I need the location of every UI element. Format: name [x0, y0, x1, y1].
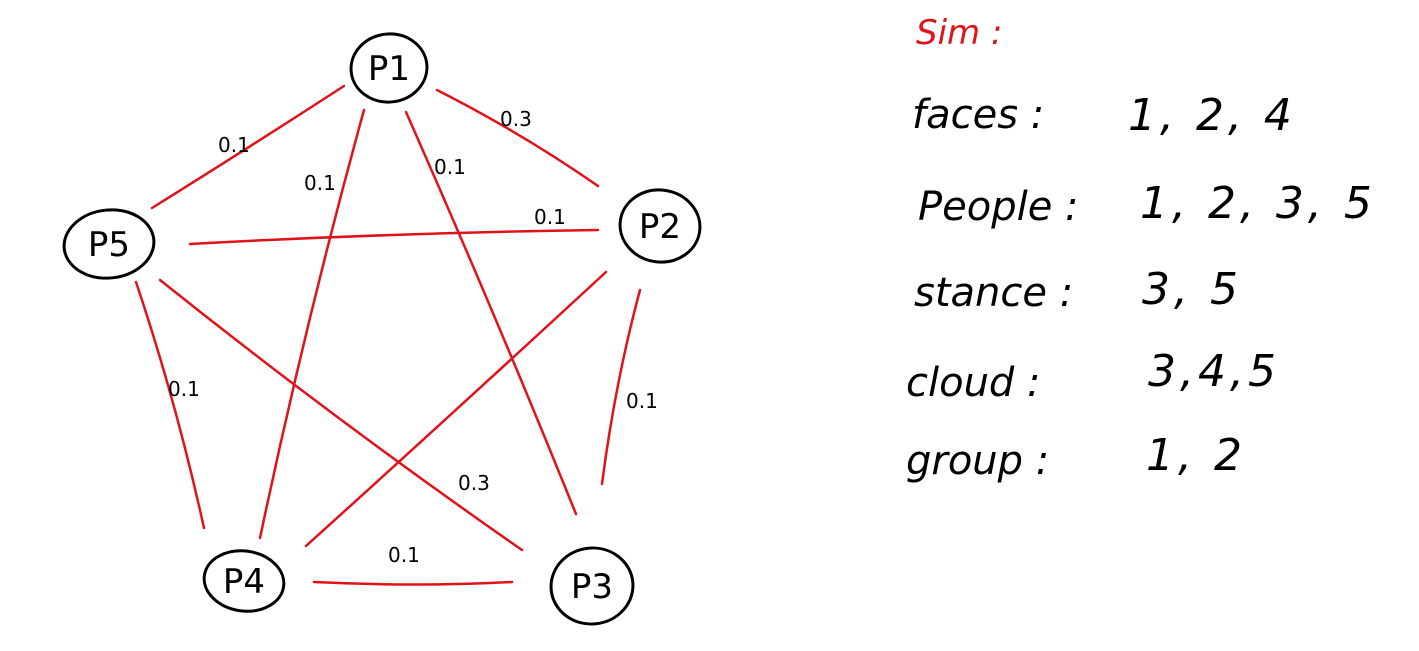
- sim-key-cloud: cloud :: [906, 360, 1041, 406]
- edge-p2-p3: [600, 288, 642, 486]
- edge-labels-layer: 0.1 0.3 0.1 0.1 0.1 0.1 0.3 0.1 0.1: [168, 107, 658, 567]
- edge-p1-p3: [404, 110, 578, 516]
- node-p3: P3: [549, 546, 635, 626]
- edge-p1-p4: [258, 108, 366, 540]
- edge-p2-p4: [304, 270, 608, 548]
- edge-p1-p5: [150, 84, 346, 210]
- edge-label-p5-p2: 0.1: [534, 205, 566, 229]
- edge-p5-p4: [134, 280, 206, 530]
- sim-value-cloud: 3,4,5: [1148, 346, 1280, 397]
- edge-p5-p3: [158, 278, 524, 552]
- sim-panel: Sim : faces : 1, 2, 4 People : 1, 2, 3, …: [906, 13, 1376, 484]
- node-p2: P2: [618, 188, 702, 264]
- sim-value-people: 1, 2, 3, 5: [1140, 178, 1376, 229]
- edge-p1-p2: [435, 88, 600, 188]
- node-circle-p5: [62, 208, 156, 280]
- node-p4: P4: [202, 549, 286, 613]
- edge-label-p1-p3: 0.1: [434, 155, 466, 179]
- node-label-p4: P4: [223, 562, 265, 602]
- edge-label-p5-p3: 0.3: [458, 471, 490, 495]
- sim-value-faces: 1, 2, 4: [1128, 90, 1296, 141]
- node-label-p2: P2: [639, 207, 681, 247]
- edge-p4-p3: [312, 580, 514, 586]
- sim-key-stance: stance :: [914, 270, 1073, 316]
- edges-layer: [134, 84, 642, 586]
- node-p5: P5: [62, 208, 156, 280]
- node-circle-p4: [202, 549, 286, 613]
- node-label-p5: P5: [88, 225, 130, 265]
- edge-p5-p2: [188, 228, 600, 246]
- sim-value-stance: 3, 5: [1142, 264, 1242, 315]
- edge-label-p1-p5: 0.1: [218, 133, 250, 157]
- sim-key-people: People :: [918, 184, 1079, 230]
- edge-label-p5-p4: 0.1: [168, 377, 200, 401]
- node-circle-p1: [349, 32, 429, 104]
- sim-key-faces: faces :: [912, 92, 1044, 138]
- sim-value-group: 1, 2: [1146, 430, 1246, 481]
- node-label-p3: P3: [571, 567, 613, 607]
- node-circle-p2: [618, 188, 702, 264]
- edge-label-p1-p2: 0.3: [500, 107, 532, 131]
- edge-label-p4-p3: 0.1: [388, 543, 420, 567]
- node-p1: P1: [349, 32, 429, 104]
- sim-key-group: group :: [906, 438, 1049, 484]
- sim-title: Sim :: [916, 13, 1002, 53]
- node-circle-p3: [549, 546, 635, 626]
- node-label-p1: P1: [368, 49, 410, 89]
- edge-label-p1-p4: 0.1: [304, 171, 336, 195]
- edge-label-p2-p3: 0.1: [626, 389, 658, 413]
